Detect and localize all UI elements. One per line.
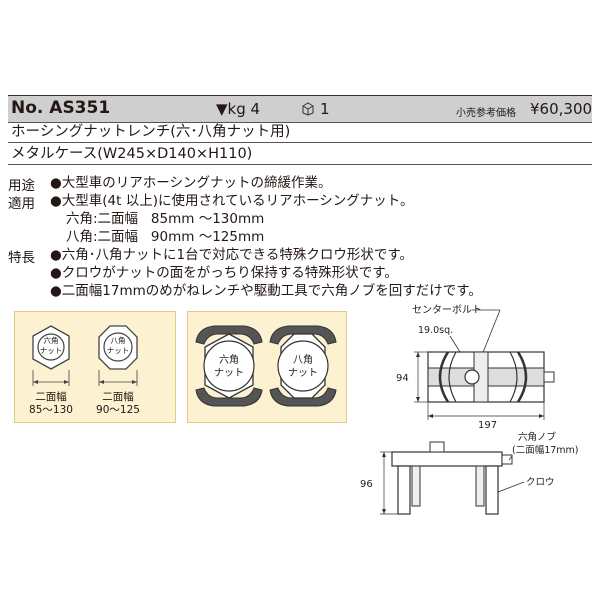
oct-nut-label: 八角 ナット [106,336,130,355]
hex-nut-label: 六角 ナット [39,336,63,355]
dim-96: 96 [360,479,373,490]
model-number: No. AS351 [11,98,111,118]
hex-knob-size: (二面幅17mm) [512,444,579,456]
nut-diagrams [32,325,138,386]
hex-nut-label-1: 六角 [219,354,239,366]
feature-2: ●クロウがナットの面をがっちり保持する特殊形状です。 [50,265,398,281]
hex-range: 六角:二面幅 85mm ～130mm [66,211,265,227]
case-spec: メタルケース(W245×D140×H110) [8,143,592,165]
hex-caption-1: 二面幅 [35,391,67,403]
claw-grip-panel: 六角 ナット 八角 ナット [187,311,347,423]
side-view-drawing: 96 六角ノブ (二面幅17mm) クロウ [360,431,579,515]
weight: ▼kg 4 [216,100,261,118]
feature-3: ●二面幅17mmのめがねレンチや駆動工具で六角ノブを回すだけです。 [50,283,482,299]
oct-caption-2: 90～125 [96,404,140,416]
nut-size-panel: 六角 ナット 八角 ナット 二面幅 85～130 二面幅 90～125 [14,311,176,423]
product-name: ホーシングナットレンチ(六･八角ナット用) [8,121,592,143]
price-label: 小売参考価格 [456,108,516,119]
hex-caption-2: 85～130 [29,404,73,416]
claw-label: クロウ [526,477,555,488]
feature-1: ●六角･八角ナットに1台で対応できる特殊クロウ形状です。 [50,247,413,263]
oct-caption-1: 二面幅 [102,391,134,403]
price: ¥60,300 [530,100,593,118]
center-bolt-label: センターボルト [412,304,482,316]
features-label: 特長 [8,250,35,266]
claw-grip-diagram: 六角 ナット 八角 ナット [195,325,337,407]
application-label: 適用 [8,196,35,212]
oct-nut-label-2: ナット [288,367,318,379]
hex-nut-label-2: ナット [214,367,244,379]
dim-94: 94 [396,373,409,384]
header-bar: No. AS351 ▼kg 4 1 小売参考価格 ¥60,300 [8,95,592,123]
hex-knob-label: 六角ノブ [518,431,557,443]
dim-197: 197 [478,420,497,431]
quantity: 1 [320,100,330,118]
top-view-drawing: センターボルト 19.0sq. 94 197 [396,304,555,431]
usage-text: ●大型車のリアホーシングナットの締緩作業。 [50,175,332,191]
application-text: ●大型車(4t 以上)に使用されているリアホーシングナット。 [50,193,414,209]
oct-range: 八角:二面幅 90mm ～125mm [66,229,265,245]
square-drive-label: 19.0sq. [418,325,453,336]
oct-nut-label-1: 八角 [293,354,313,366]
usage-label: 用途 [8,178,35,194]
box-icon [302,102,314,116]
